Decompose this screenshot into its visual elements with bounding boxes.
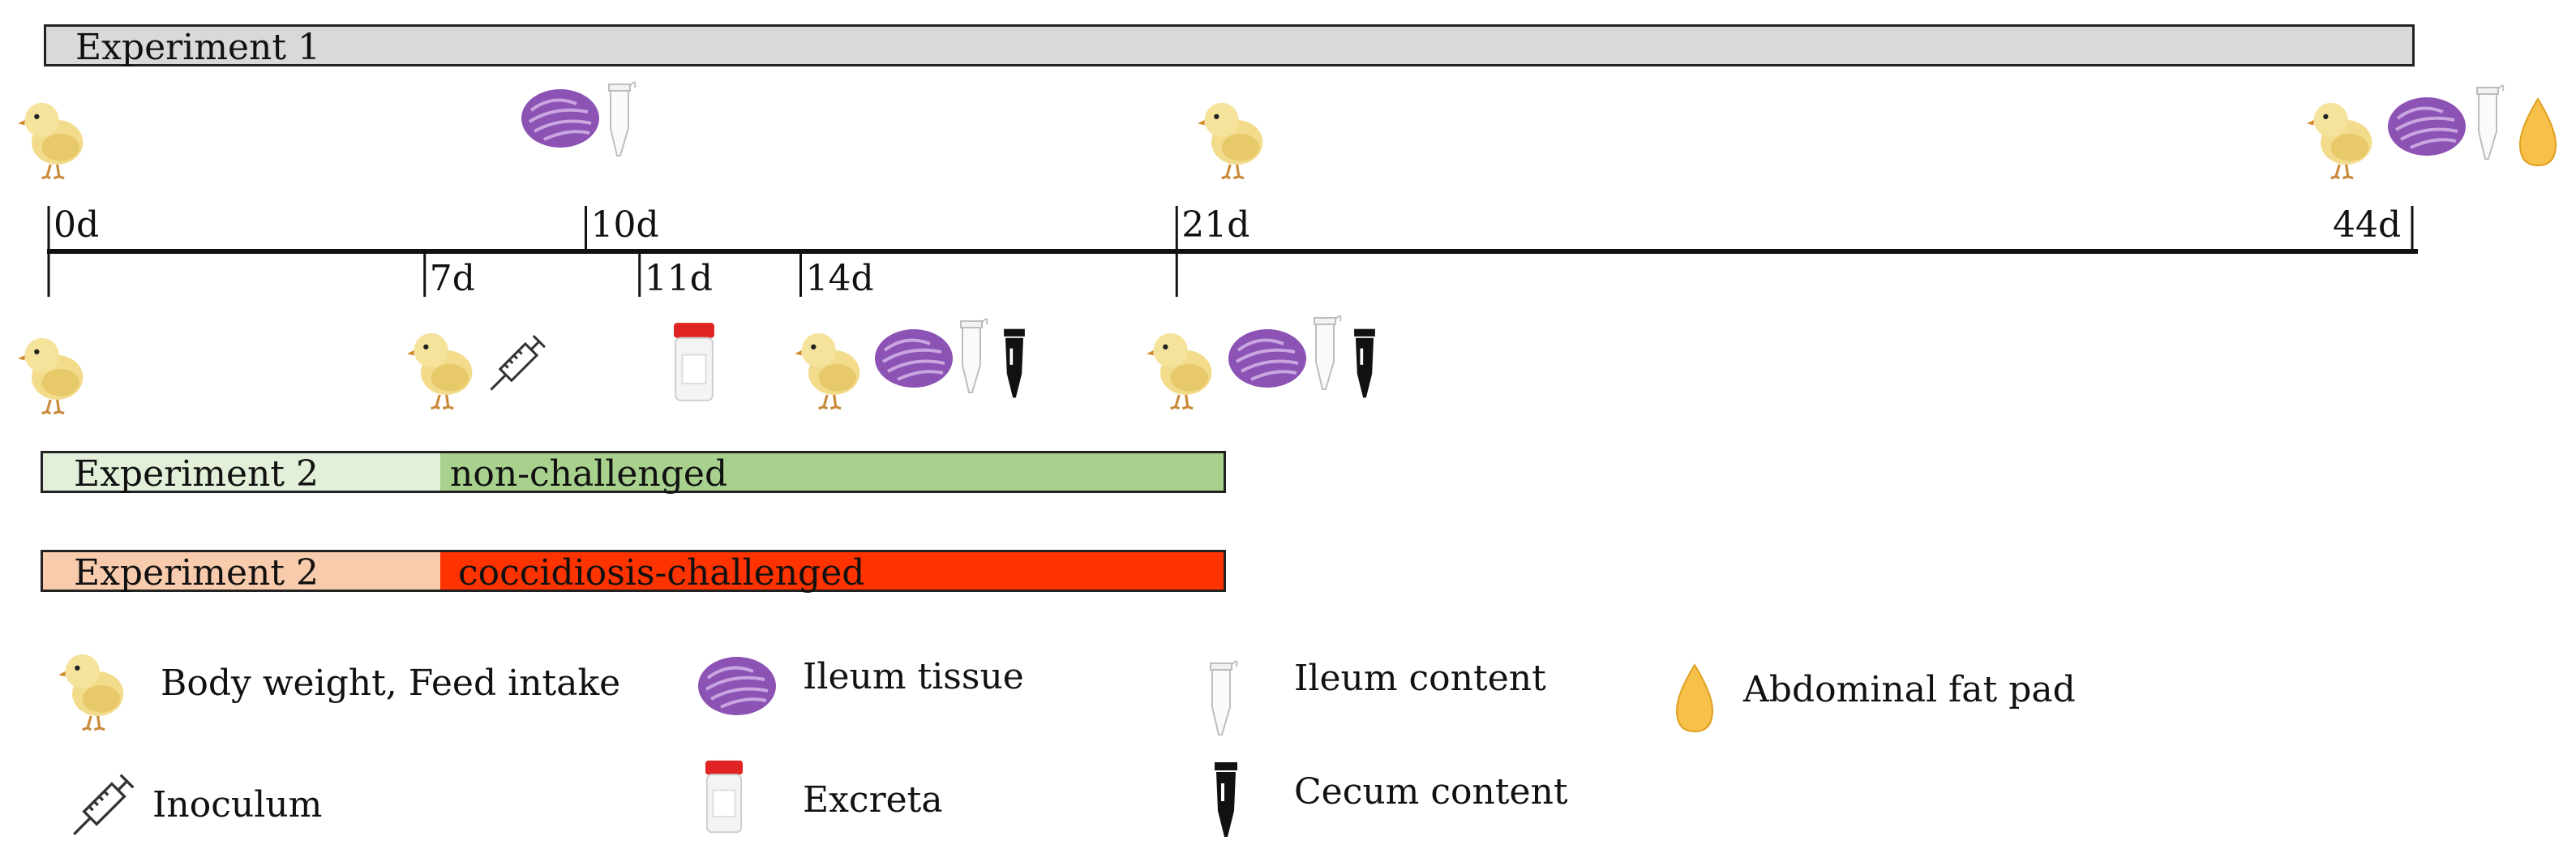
experiment-2-cc-phase-fill	[440, 552, 1224, 590]
experiment-2-label: Experiment 2	[74, 453, 319, 495]
bottom-tick-label: 7d	[429, 258, 475, 299]
legend-body-weight: Body weight, Feed intake	[161, 663, 621, 704]
ileum-tissue-icon	[696, 654, 778, 718]
legend-inoculum: Inoculum	[152, 784, 323, 826]
abdominal-fat-pad-icon	[2514, 96, 2562, 169]
top-tick-label: 0d	[54, 204, 100, 246]
chick-icon	[1145, 321, 1222, 410]
timeline	[47, 206, 2418, 297]
chick-icon	[405, 321, 482, 410]
bottom-tick-label: 14d	[805, 258, 874, 299]
legend-abdominal-fat-pad: Abdominal fat pad	[1743, 669, 2076, 710]
chick-icon	[16, 91, 93, 180]
legend-ileum-content: Ileum content	[1294, 658, 1546, 699]
non-challenged-label: non-challenged	[450, 453, 728, 495]
chick-icon	[1196, 91, 1273, 180]
legend-ileum-tissue: Ileum tissue	[803, 656, 1024, 697]
ileum-tissue-icon	[872, 326, 955, 391]
chick-icon	[57, 642, 134, 731]
top-tick-label: 10d	[590, 204, 659, 246]
excreta-icon	[697, 759, 751, 837]
experiment-2-non-challenged-bar: Experiment 2 non-challenged	[41, 451, 1226, 495]
cecum-content-icon	[1210, 759, 1242, 840]
ileum-content-icon	[605, 78, 639, 159]
ileum-tissue-icon	[519, 86, 602, 151]
chick-icon	[16, 326, 93, 415]
bottom-tick-label: 11d	[644, 258, 713, 299]
coccidiosis-challenged-label: coccidiosis-challenged	[458, 552, 865, 594]
chick-icon	[793, 321, 870, 410]
ileum-content-icon	[2473, 81, 2507, 162]
experiment-1-bar: Experiment 1	[44, 24, 2415, 68]
ileum-tissue-icon	[1226, 326, 1309, 391]
experiment-2-label: Experiment 2	[74, 552, 319, 594]
ileum-content-icon	[1310, 311, 1344, 392]
chick-icon	[2305, 91, 2382, 180]
syringe-icon	[477, 323, 558, 404]
syringe-icon	[58, 761, 148, 850]
ileum-content-icon	[1207, 657, 1241, 738]
top-tick-label: 44d	[2333, 204, 2402, 246]
ileum-tissue-icon	[2385, 94, 2468, 159]
top-tick-label: 21d	[1181, 204, 1250, 246]
experiment-1-label: Experiment 1	[75, 27, 321, 68]
legend-excreta: Excreta	[803, 779, 943, 821]
experiment-2-cc-pre-fill	[43, 552, 440, 590]
excreta-icon	[665, 321, 723, 405]
cecum-content-icon	[999, 326, 1030, 401]
experiment-1-fill	[46, 27, 2412, 64]
experiment-2-nc-phase-fill	[440, 453, 1224, 491]
abdominal-fat-pad-icon	[1670, 662, 1719, 735]
experiment-2-challenged-bar: Experiment 2 coccidiosis-challenged	[41, 550, 1226, 594]
experiment-2-nc-pre-fill	[43, 453, 440, 491]
ileum-content-icon	[957, 315, 991, 396]
legend-cecum-content: Cecum content	[1294, 771, 1568, 813]
cecum-content-icon	[1349, 326, 1380, 401]
